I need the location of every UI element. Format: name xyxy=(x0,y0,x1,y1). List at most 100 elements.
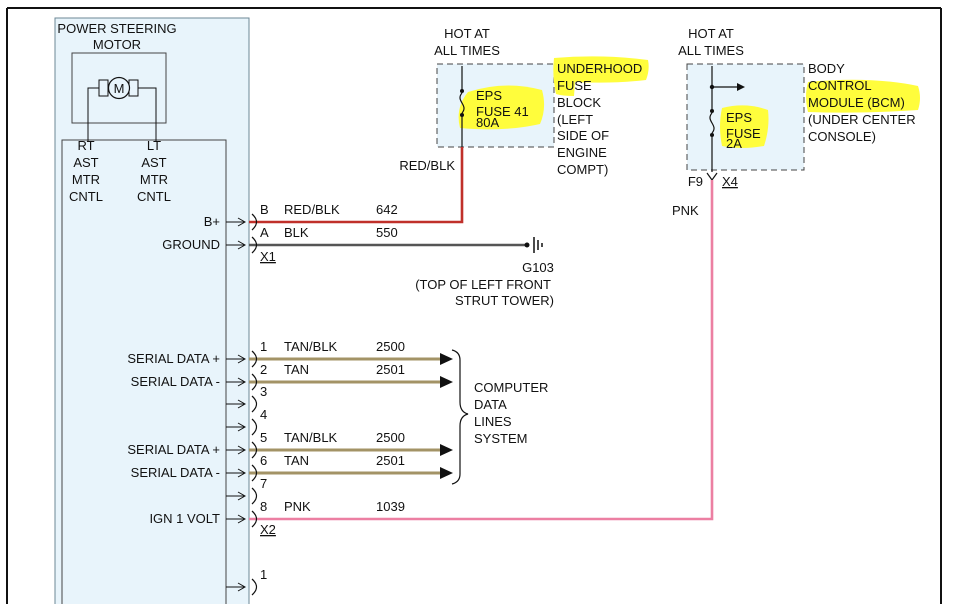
connector-terminal-icon xyxy=(251,487,258,505)
connector-terminal-icon xyxy=(251,395,258,413)
data-arrow-icon xyxy=(440,376,453,388)
pin-number: B xyxy=(260,202,269,217)
svg-text:MODULE (BCM): MODULE (BCM) xyxy=(808,95,905,110)
svg-text:LT: LT xyxy=(147,138,161,153)
bcm-connector-x4: X4 xyxy=(722,174,738,189)
fuse-block-output-wire-color: RED/BLK xyxy=(399,158,455,173)
pin-number: 7 xyxy=(260,476,267,491)
wire-color-label: TAN xyxy=(284,453,309,468)
data-arrow-icon xyxy=(440,353,453,365)
terminal-arrow-icon xyxy=(237,582,247,592)
fuse41-rating: 80A xyxy=(476,115,499,130)
fuse-block-description: UNDERHOOD FUSE BLOCK (LEFT SIDE OF ENGIN… xyxy=(557,61,642,177)
svg-text:UNDERHOOD: UNDERHOOD xyxy=(557,61,642,76)
fuse41-highlight xyxy=(458,85,545,130)
bcm-hot-line2: ALL TIMES xyxy=(678,43,744,58)
pin-function-label: IGN 1 VOLT xyxy=(149,511,220,526)
connector-terminal-icon xyxy=(251,510,258,528)
motor-title-line2: MOTOR xyxy=(93,37,141,52)
terminal-arrow-icon xyxy=(237,445,247,455)
bcm-fuse-rating: 2A xyxy=(726,136,742,151)
circuit-number: 642 xyxy=(376,202,398,217)
fuse-block-hot-line2: ALL TIMES xyxy=(434,43,500,58)
circuit-number: 1039 xyxy=(376,499,405,514)
svg-text:COMPUTER: COMPUTER xyxy=(474,380,548,395)
svg-text:SIDE OF: SIDE OF xyxy=(557,128,609,143)
pin-number: 2 xyxy=(260,362,267,377)
bcm-pin-f9: F9 xyxy=(688,174,703,189)
svg-text:(UNDER CENTER: (UNDER CENTER xyxy=(808,112,916,127)
connector-terminal-icon xyxy=(251,441,258,459)
fuse41-icon xyxy=(459,92,465,114)
connector-terminal-icon xyxy=(251,373,258,391)
ground-id: G103 xyxy=(522,260,554,275)
terminal-arrow-icon xyxy=(237,399,247,409)
terminal-arrow-icon xyxy=(237,377,247,387)
svg-text:CNTL: CNTL xyxy=(137,189,171,204)
svg-text:CNTL: CNTL xyxy=(69,189,103,204)
svg-text:LINES: LINES xyxy=(474,414,512,429)
terminal-arrow-icon xyxy=(237,514,247,524)
motor-title-line1: POWER STEERING xyxy=(57,21,176,36)
pin-number: 5 xyxy=(260,430,267,445)
svg-text:ENGINE: ENGINE xyxy=(557,145,607,160)
bcm-connector-icon xyxy=(706,172,718,182)
pin-function-label: SERIAL DATA - xyxy=(131,374,220,389)
svg-text:CONSOLE): CONSOLE) xyxy=(808,129,876,144)
lt-ast-mtr-cntl-label: LT AST MTR CNTL xyxy=(137,138,171,204)
connector-terminal-icon xyxy=(251,578,258,596)
svg-text:(LEFT: (LEFT xyxy=(557,112,593,127)
wire-color-label: TAN xyxy=(284,362,309,377)
terminal-arrow-icon xyxy=(237,422,247,432)
wire-color-label: TAN/BLK xyxy=(284,339,338,354)
wire-color-label: PNK xyxy=(284,499,311,514)
fuse-block-hot-line1: HOT AT xyxy=(444,26,490,41)
svg-text:DATA: DATA xyxy=(474,397,507,412)
svg-text:CONTROL: CONTROL xyxy=(808,78,872,93)
pin-number: 6 xyxy=(260,453,267,468)
circuit-number: 2500 xyxy=(376,430,405,445)
rt-motor-lead xyxy=(87,87,99,142)
wire-color-label: BLK xyxy=(284,225,309,240)
computer-data-lines-label: COMPUTER DATA LINES SYSTEM xyxy=(474,380,548,446)
svg-text:MTR: MTR xyxy=(72,172,100,187)
pin-function-label: B+ xyxy=(204,214,220,229)
bcm-fuse-name: EPS xyxy=(726,110,752,125)
wire-642-red-blk xyxy=(249,147,464,224)
bcm-output-wire-color: PNK xyxy=(672,203,699,218)
pin-number: A xyxy=(260,225,269,240)
ground-location-line2: STRUT TOWER) xyxy=(455,293,554,308)
pin-number: 4 xyxy=(260,407,267,422)
svg-text:MTR: MTR xyxy=(140,172,168,187)
ground-icon xyxy=(524,237,543,253)
pin-function-label: SERIAL DATA - xyxy=(131,465,220,480)
svg-text:SYSTEM: SYSTEM xyxy=(474,431,527,446)
connector-terminal-icon xyxy=(251,464,258,482)
bcm-hot-line1: HOT AT xyxy=(688,26,734,41)
motor-module-inner-box xyxy=(61,139,227,604)
wire-color-label: TAN/BLK xyxy=(284,430,338,445)
pin-function-label: GROUND xyxy=(162,237,220,252)
wire-color-label: RED/BLK xyxy=(284,202,340,217)
pin-number: 3 xyxy=(260,384,267,399)
fuse41-number: FUSE 41 xyxy=(476,104,529,119)
motor-symbol-box xyxy=(71,52,167,124)
circuit-number: 550 xyxy=(376,225,398,240)
pin-number: 1 xyxy=(260,567,267,582)
bcm-name-highlight xyxy=(806,79,920,113)
bcm-fuse-number: FUSE xyxy=(726,126,761,141)
terminal-arrow-icon xyxy=(237,468,247,478)
pin-number: 1 xyxy=(260,339,267,354)
svg-text:FUSE: FUSE xyxy=(557,78,592,93)
fuse41-name: EPS xyxy=(476,88,502,103)
pin-function-label: SERIAL DATA + xyxy=(127,351,220,366)
power-steering-motor-module: POWER STEERING MOTOR M RT AST MTR CNTL L… xyxy=(54,17,250,604)
eps-2a-fuse-icon xyxy=(709,112,715,134)
eps-fuse-highlight xyxy=(720,105,769,148)
svg-text:RT: RT xyxy=(77,138,94,153)
computer-data-lines-brace xyxy=(451,349,469,485)
svg-text:COMPT): COMPT) xyxy=(557,162,608,177)
underhood-fuse-block: HOT AT ALL TIMES EPS FUSE 41 80A UNDERHO… xyxy=(399,26,649,177)
